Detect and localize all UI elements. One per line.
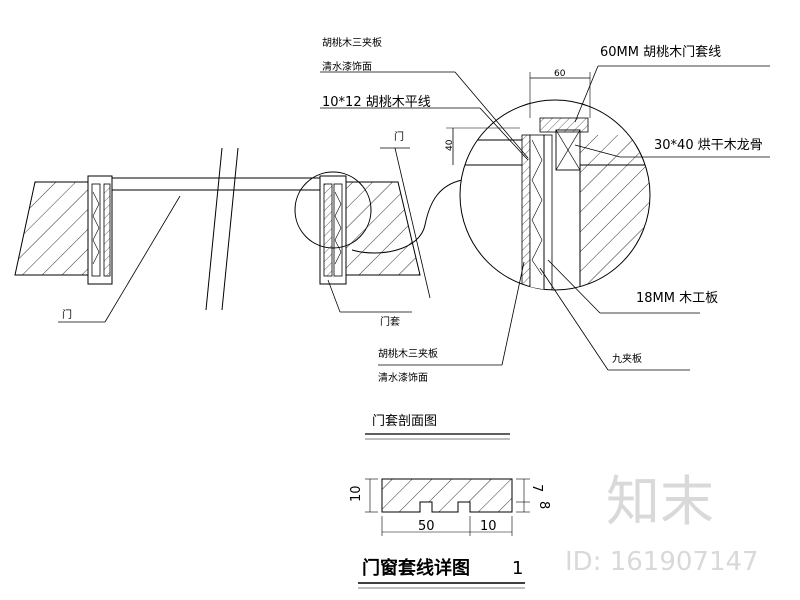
label-blockboard-18mm: 18MM 木工板: [636, 291, 718, 306]
dim-8-text: 8: [536, 501, 551, 509]
detail-callout-circle-small: [294, 171, 372, 249]
dimension-60: 60: [529, 69, 591, 118]
label-plywood-9: 九夹板: [612, 352, 642, 365]
detail-title: 门窗套线详图: [362, 557, 470, 579]
dim-10-bottom-text: 10: [480, 519, 497, 534]
detail-connector-curve: [351, 179, 463, 254]
right-wall: [345, 181, 421, 276]
dim-50-text: 50: [418, 519, 435, 534]
watermark: 知末 ID: 161907147: [565, 470, 759, 577]
dimension-40: 40: [445, 127, 520, 165]
watermark-id: ID: 161907147: [565, 547, 759, 577]
section-title: 门套剖面图: [372, 413, 437, 429]
right-door-frame: [319, 175, 347, 285]
detail-title-block: 门窗套线详图 1: [358, 557, 525, 589]
trim-profile-detail: 10 7 8 50 10: [349, 478, 551, 536]
section-title-block: 门套剖面图: [365, 413, 510, 440]
dim-7-text: 7: [529, 484, 544, 492]
label-keel-30x40: 30*40 烘干木龙骨: [654, 138, 763, 153]
dim-10-left-text: 10: [349, 485, 364, 502]
dim-40-text: 40: [445, 139, 455, 151]
label-walnut-plywood-top: 胡桃木三夹板: [322, 36, 382, 49]
dim-60-text: 60: [554, 69, 566, 79]
label-door-left: 门: [62, 308, 72, 321]
detail-enlargement: [459, 99, 651, 291]
label-door-top: 门: [394, 130, 404, 143]
door-leaf: [112, 147, 322, 311]
left-wall: [14, 181, 91, 276]
label-trim-10x12: 10*12 胡桃木平线: [322, 95, 431, 110]
left-door-frame: [87, 175, 113, 285]
label-clear-lacquer-top: 清水漆饰面: [322, 60, 372, 73]
label-clear-lacquer-bottom: 清水漆饰面: [378, 371, 428, 384]
detail-number: 1: [512, 558, 523, 579]
label-casing-60mm: 60MM 胡桃木门套线: [600, 44, 721, 60]
leader-lines: [58, 65, 770, 371]
watermark-brand: 知末: [606, 470, 714, 533]
label-door-frame: 门套: [380, 315, 400, 328]
label-walnut-plywood-bottom: 胡桃木三夹板: [378, 347, 438, 360]
